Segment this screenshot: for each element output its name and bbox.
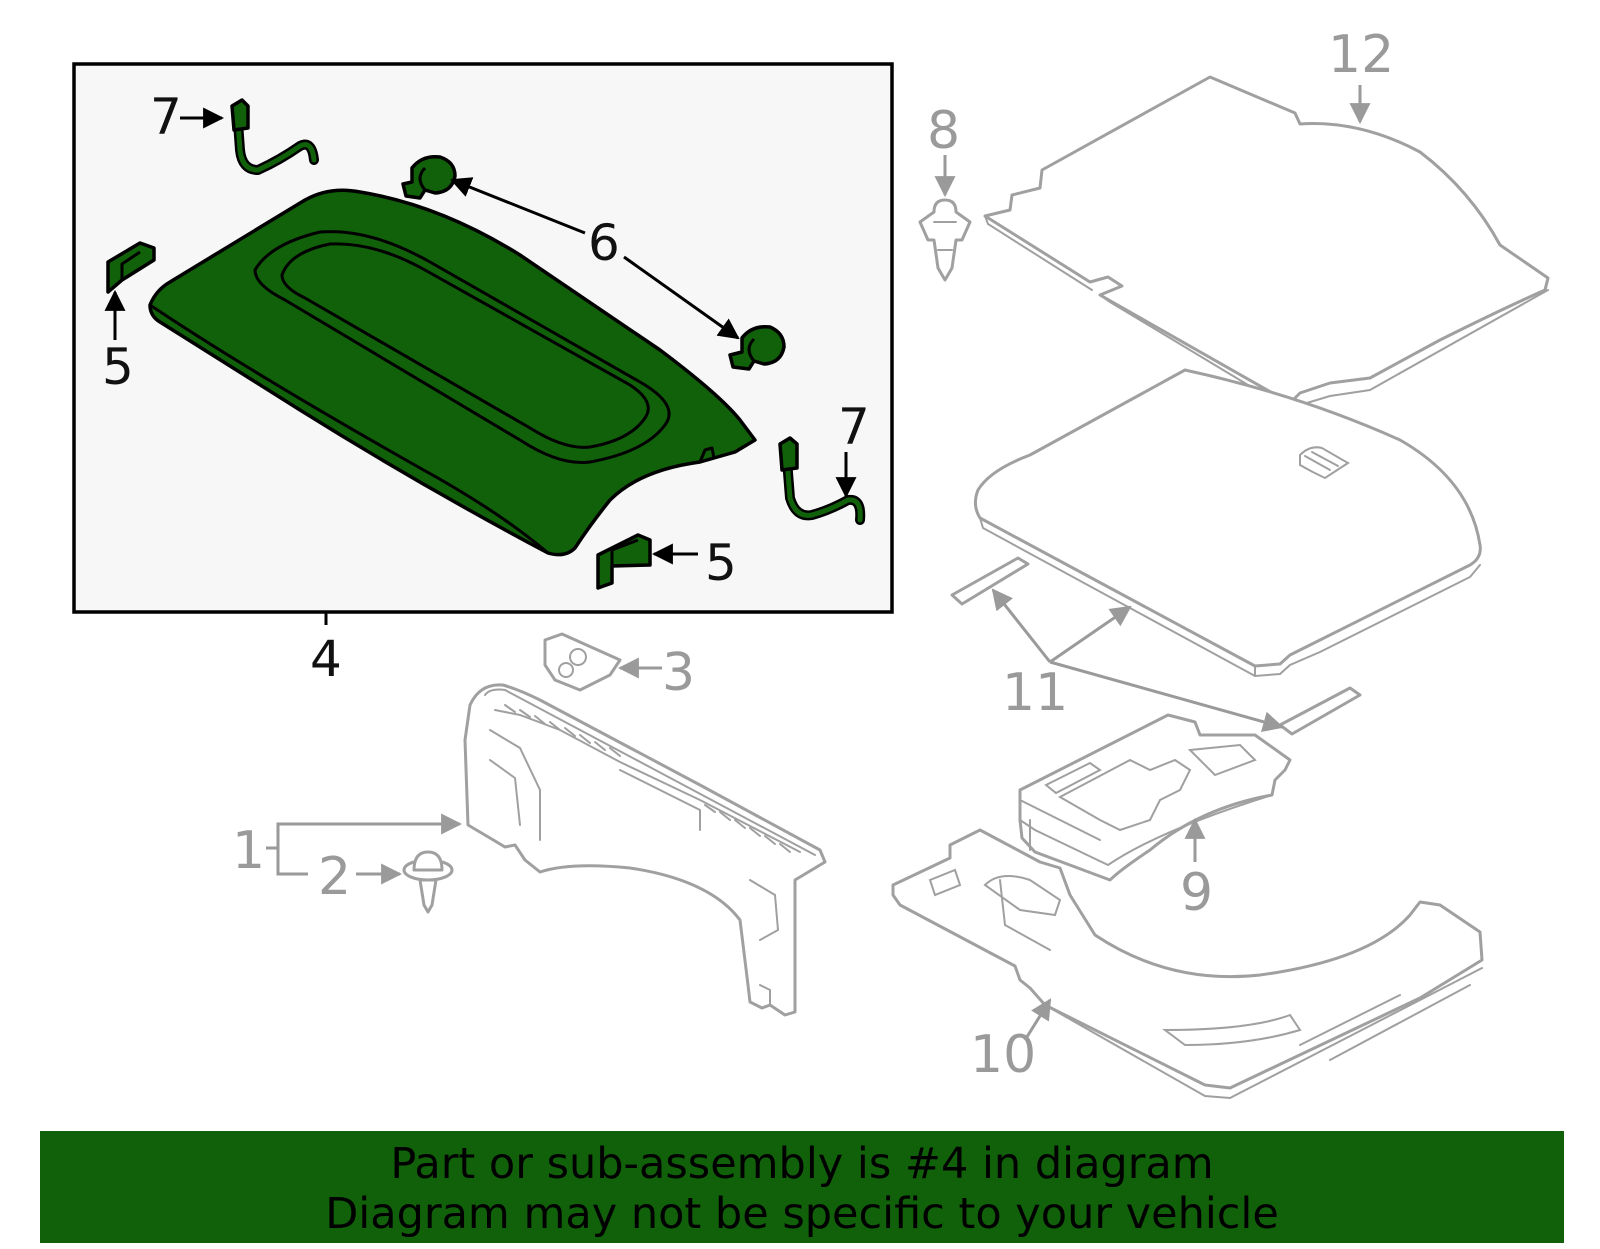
callout-9: 9 [1180,863,1213,923]
strip-11-right[interactable] [1278,686,1362,736]
callout-8: 8 [927,101,960,161]
stopper-6-bottom[interactable] [728,324,786,371]
floor-mat-12[interactable] [983,75,1550,414]
bracket-3[interactable] [543,632,622,692]
strip-11-left[interactable] [950,556,1030,606]
callout-3: 3 [662,643,695,703]
floor-trim-10[interactable] [891,828,1484,1100]
callout-11: 11 [1002,663,1068,723]
push-pin-2[interactable] [402,850,454,914]
leader-1-top [276,813,463,848]
clip-5-right[interactable] [596,533,652,590]
floor-board-11[interactable] [973,368,1482,678]
callout-5-left: 5 [102,338,134,396]
stopper-6-top[interactable] [401,154,457,200]
callout-7-right: 7 [838,398,870,456]
leader-11-c [1049,660,1285,733]
cable-7-left[interactable] [230,98,319,175]
package-tray-panel[interactable] [148,188,757,557]
leader-6-top [450,177,586,235]
banner-line-1: Part or sub-assembly is #4 in diagram [390,1139,1214,1189]
push-clip-8[interactable] [918,198,972,282]
callout-2: 2 [318,847,351,907]
leader-1-bottom [276,848,308,876]
callout-5-right: 5 [705,534,737,592]
callout-12: 12 [1328,25,1394,85]
leader-11-b [1049,605,1132,664]
leader-11-a [991,588,1052,663]
leader-10 [1023,998,1052,1041]
callout-4: 4 [310,630,342,688]
callout-6: 6 [588,214,620,272]
rear-panel-trim-1[interactable] [463,683,827,1017]
leader-6-bottom [623,255,740,340]
callout-1: 1 [232,821,265,881]
callout-10: 10 [970,1025,1036,1085]
foam-tray-9[interactable] [1018,713,1292,882]
assembly-4-group[interactable]: 7 5 6 7 5 [72,62,894,625]
callout-7-left: 7 [150,88,182,146]
cable-7-right[interactable] [778,436,866,525]
notice-banner: Part or sub-assembly is #4 in diagram Di… [40,1131,1564,1243]
banner-line-2: Diagram may not be specific to your vehi… [325,1189,1279,1239]
